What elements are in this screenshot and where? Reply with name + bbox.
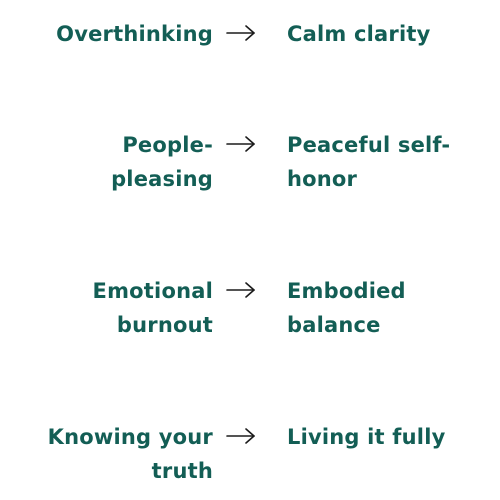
right-arrow-icon <box>225 274 257 308</box>
right-arrow-icon <box>225 17 257 51</box>
to-state-line: Living it fully <box>287 425 446 449</box>
from-state-line: Overthinking <box>56 22 213 46</box>
to-state: Embodied balance <box>287 274 487 342</box>
from-state-line: Emotional <box>92 279 213 303</box>
to-state-line: honor <box>287 167 358 191</box>
from-state: Overthinking <box>33 17 213 51</box>
to-state: Calm clarity <box>287 17 487 51</box>
from-state-line: People- <box>122 133 213 157</box>
from-state-line: burnout <box>116 313 213 337</box>
to-state: Living it fully <box>287 420 487 454</box>
from-state-line: pleasing <box>111 167 213 191</box>
from-state-line: truth <box>151 459 213 483</box>
to-state: Peaceful self- honor <box>287 128 487 196</box>
to-state-line: Calm clarity <box>287 22 431 46</box>
from-state: People- pleasing <box>33 128 213 196</box>
from-state: Knowing your truth <box>33 420 213 488</box>
from-state: Emotional burnout <box>33 274 213 342</box>
right-arrow-icon <box>225 420 257 454</box>
to-state-line: Embodied <box>287 279 406 303</box>
right-arrow-icon <box>225 128 257 162</box>
from-state-line: Knowing your <box>47 425 213 449</box>
to-state-line: Peaceful self- <box>287 133 451 157</box>
to-state-line: balance <box>287 313 381 337</box>
